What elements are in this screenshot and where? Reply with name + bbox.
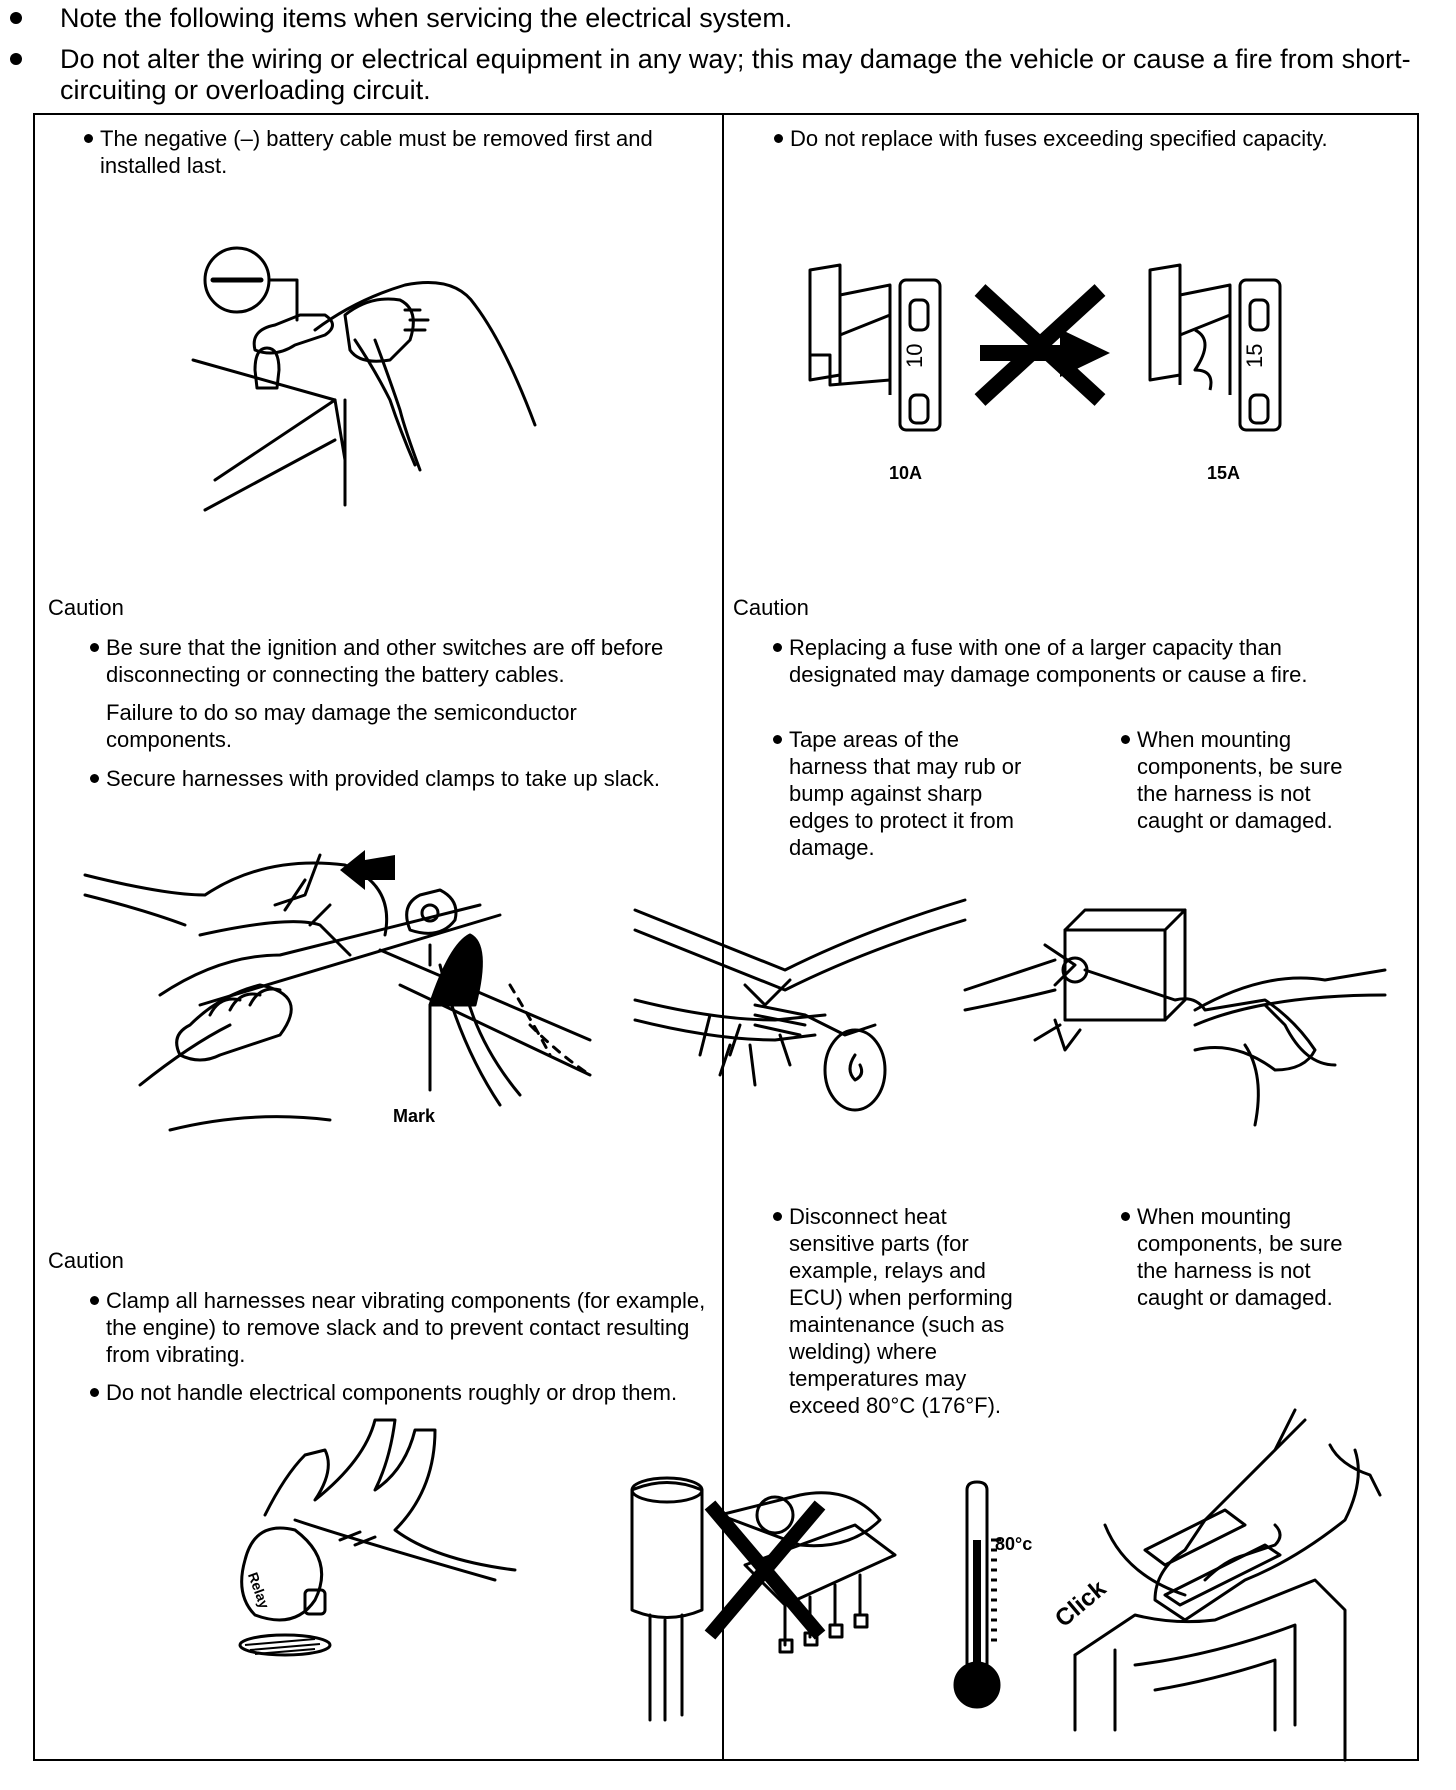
bullet-dot (773, 1212, 782, 1221)
fuse-left-label: 10A (889, 463, 923, 483)
caution-2-title: Caution (48, 1248, 124, 1273)
bullet-dot (84, 134, 93, 143)
bullet-dot (90, 1388, 99, 1397)
bullet-dot (1121, 1212, 1130, 1221)
caution-1-bullet-2: Secure harnesses with provided clamps to… (90, 765, 690, 792)
tape-harness-illustration (630, 895, 970, 1135)
heat-note: Disconnect heat sensitive parts (for exa… (773, 1203, 1038, 1419)
fuse-right-label: 15A (1207, 463, 1241, 483)
fuse-note: Do not replace with fuses exceeding spec… (774, 125, 1414, 152)
battery-cable-illustration (195, 240, 595, 520)
bullet-dot (1121, 735, 1130, 744)
bullet-dot (773, 643, 782, 652)
component-mount-illustration-2 (1045, 1405, 1390, 1735)
bullet-dot (773, 735, 782, 744)
dropped-relay-illustration (195, 1420, 535, 1660)
bullet-dot (10, 12, 22, 24)
thermometer-icon (945, 1480, 1065, 1720)
harness-clamp-illustration (80, 850, 600, 1145)
cross-icon (980, 290, 1100, 400)
caution-1-paragraph: Failure to do so may damage the semicond… (106, 700, 577, 752)
component-mount-illustration-1 (965, 905, 1385, 1135)
heat-sensitive-parts-illustration (630, 1475, 920, 1725)
caution-1-bullet-1: Be sure that the ignition and other swit… (90, 634, 700, 688)
mount-note-1: When mounting components, be sure the ha… (1121, 726, 1366, 834)
battery-note: The negative (–) battery cable must be r… (84, 125, 684, 179)
cross-icon (710, 1505, 820, 1635)
mark-label: Mark (393, 1106, 436, 1126)
bullet-dot (774, 134, 783, 143)
caution-1-title: Caution (48, 595, 124, 620)
mount-note-2: When mounting components, be sure the ha… (1121, 1203, 1366, 1311)
thermometer-label: 80°c (995, 1534, 1033, 1554)
fuse-right-number: 15 (1242, 344, 1267, 368)
bullet-dot (90, 1296, 99, 1305)
fuse-left-number: 10 (902, 344, 927, 368)
right-caution-bullet-1: Replacing a fuse with one of a larger ca… (773, 634, 1393, 688)
bullet-dot (10, 53, 22, 65)
column-divider (722, 113, 724, 1761)
tape-note: Tape areas of the harness that may rub o… (773, 726, 1033, 861)
right-caution-title: Caution (733, 595, 809, 620)
content-frame (33, 113, 1419, 1761)
bullet-dot (90, 643, 99, 652)
caution-2-bullet-1: Clamp all harnesses near vibrating compo… (90, 1287, 710, 1368)
header-bullet-1-text: Note the following items when servicing … (60, 3, 793, 33)
bullet-dot (90, 774, 99, 783)
arrow-icon (340, 850, 395, 890)
caution-2-bullet-2: Do not handle electrical components roug… (90, 1379, 710, 1406)
fuse-comparison-illustration: 10 15 (800, 260, 1320, 460)
header-bullet-2-text: Do not alter the wiring or electrical eq… (60, 44, 1411, 105)
